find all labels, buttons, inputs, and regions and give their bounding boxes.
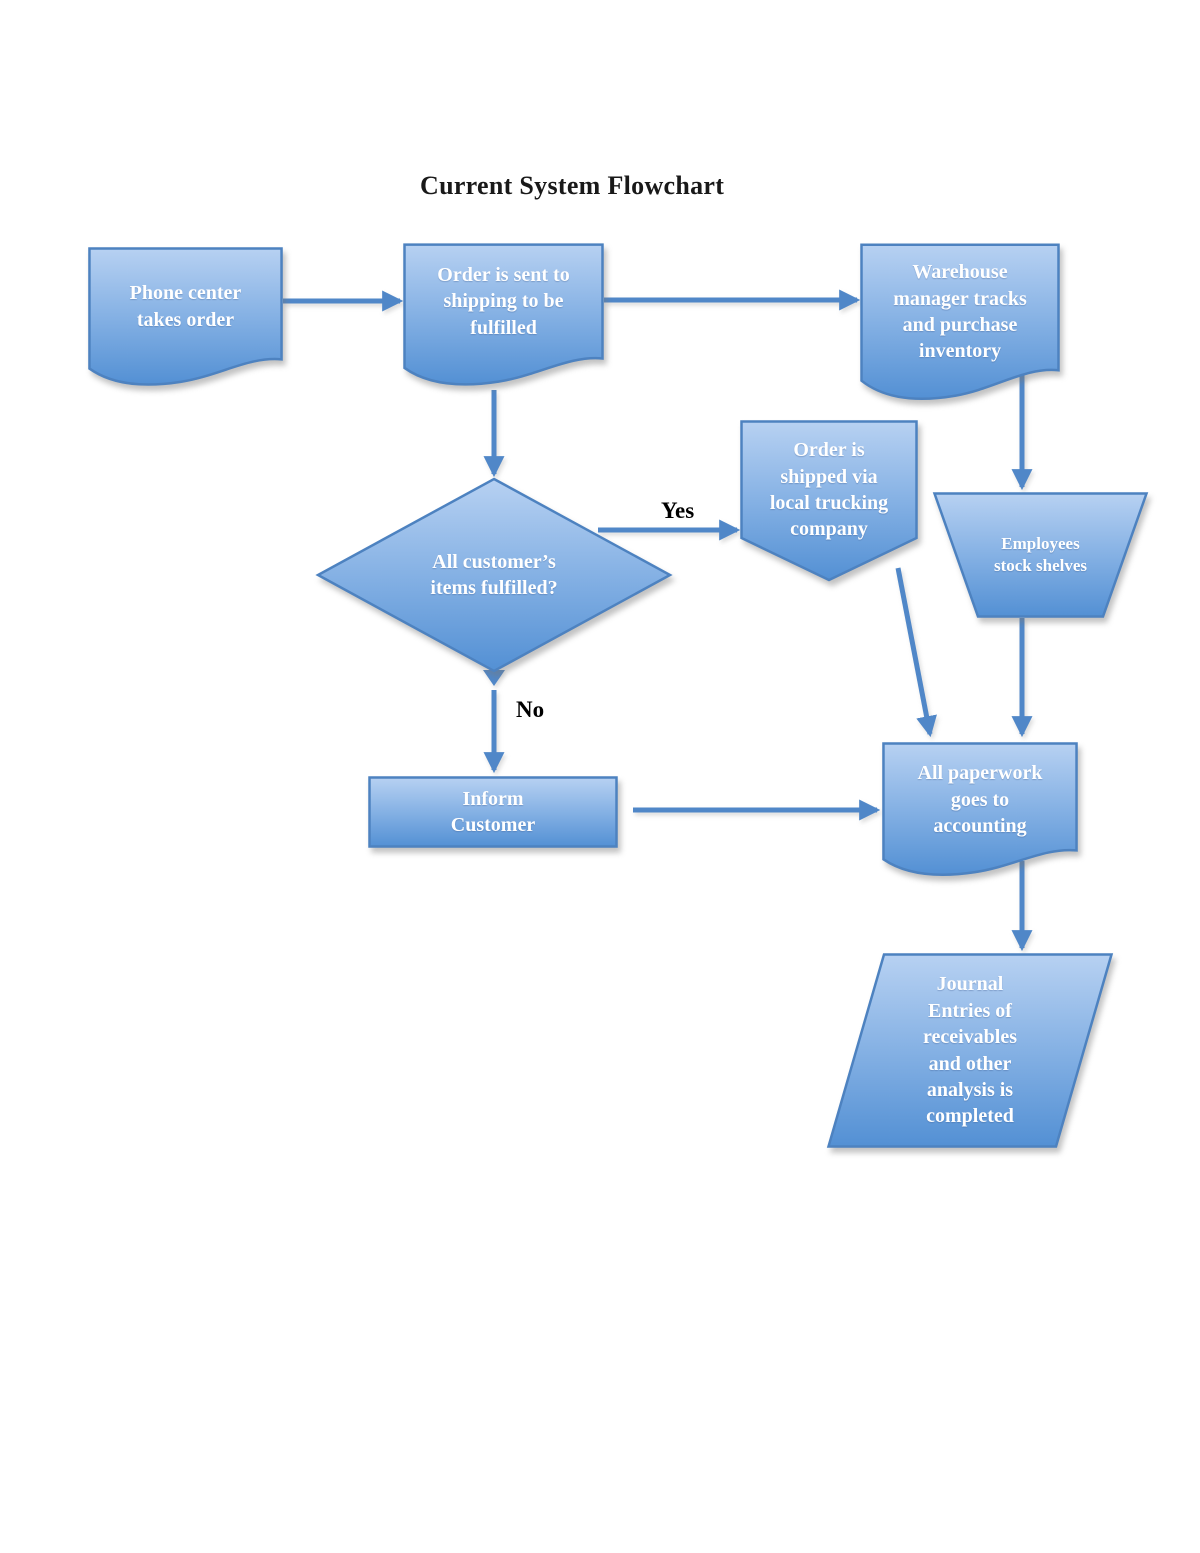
edge-label-no: No xyxy=(516,697,545,722)
document-shape xyxy=(860,243,1060,405)
manual-operation-shape xyxy=(933,492,1148,618)
node-label: All paperwork goes to accounting xyxy=(917,762,1043,838)
edge-label-yes: Yes xyxy=(661,498,695,523)
node-items-fulfilled: All customer’s items fulfilled? xyxy=(316,477,672,673)
off-page-connector-shape xyxy=(740,420,918,582)
node-label: Journal Entries of receivables and other… xyxy=(922,973,1018,1128)
node-warehouse: Warehouse manager tracks and purchase in… xyxy=(860,243,1060,405)
data-parallelogram-shape xyxy=(827,953,1113,1148)
node-order-sent: Order is sent to shipping to be fulfille… xyxy=(403,243,604,390)
node-label: All customer’s items fulfilled? xyxy=(430,550,558,599)
process-rectangle-shape xyxy=(368,776,618,848)
node-label: Phone center takes order xyxy=(129,282,242,331)
node-inform-customer: Inform Customer xyxy=(368,776,618,848)
node-journal-entries: Journal Entries of receivables and other… xyxy=(827,953,1113,1148)
document-shape xyxy=(88,247,283,390)
node-label: Order is shipped via local trucking comp… xyxy=(769,439,889,541)
node-order-shipped: Order is shipped via local trucking comp… xyxy=(740,420,918,582)
node-label: Warehouse manager tracks and purchase in… xyxy=(893,261,1027,363)
node-employees-stock: Employees stock shelves xyxy=(933,492,1148,618)
document-shape xyxy=(403,243,604,390)
node-paperwork: All paperwork goes to accounting xyxy=(882,742,1078,880)
document-shape xyxy=(882,742,1078,880)
arrow-trucking-to-paperwork xyxy=(895,567,937,738)
node-label: Inform Customer xyxy=(450,787,536,836)
node-phone-center: Phone center takes order xyxy=(88,247,283,390)
node-label: Order is sent to shipping to be fulfille… xyxy=(437,263,570,339)
page-title: Current System Flowchart xyxy=(420,171,725,200)
node-label: Employees stock shelves xyxy=(993,533,1088,575)
